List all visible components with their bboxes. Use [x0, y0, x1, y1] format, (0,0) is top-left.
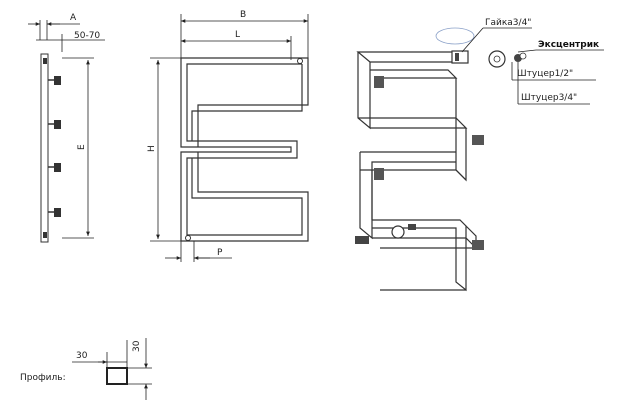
sketch-ellipse	[435, 27, 475, 45]
fitting-three-quarter-label: Штуцер3/4"	[521, 93, 577, 103]
profile-label: Профиль:	[20, 373, 66, 383]
eccentric-label: Эксцентрик	[538, 40, 599, 50]
wall-brackets	[48, 76, 61, 217]
serpentine-inner	[186, 63, 303, 236]
bottom-outlet	[355, 236, 369, 244]
dim-a-label: A	[70, 13, 77, 23]
dim-l-label: L	[235, 30, 240, 40]
profile-height-label: 30	[132, 340, 142, 352]
isometric-view: Гайка3/4" Эксцентрик Штуцер1/2" Штуцер3/…	[355, 18, 604, 292]
profile-width-label: 30	[76, 351, 88, 361]
top-connector	[451, 50, 469, 64]
side-view: A 50-70 E	[28, 13, 105, 243]
profile-section: Профиль: 30 30	[20, 338, 152, 400]
dim-e-label: E	[77, 144, 87, 150]
front-view: B L H P	[147, 10, 309, 262]
dim-h-label: H	[147, 145, 157, 152]
dim-depth-label: 50-70	[74, 31, 100, 41]
fitting-half-label: Штуцер1/2"	[517, 69, 573, 79]
dim-b-label: B	[240, 10, 246, 20]
profile-square	[106, 367, 128, 385]
serpentine-outer	[180, 57, 309, 242]
iso-brackets	[374, 76, 484, 250]
dim-p-label: P	[217, 248, 223, 258]
nut-label: Гайка3/4"	[485, 18, 531, 28]
